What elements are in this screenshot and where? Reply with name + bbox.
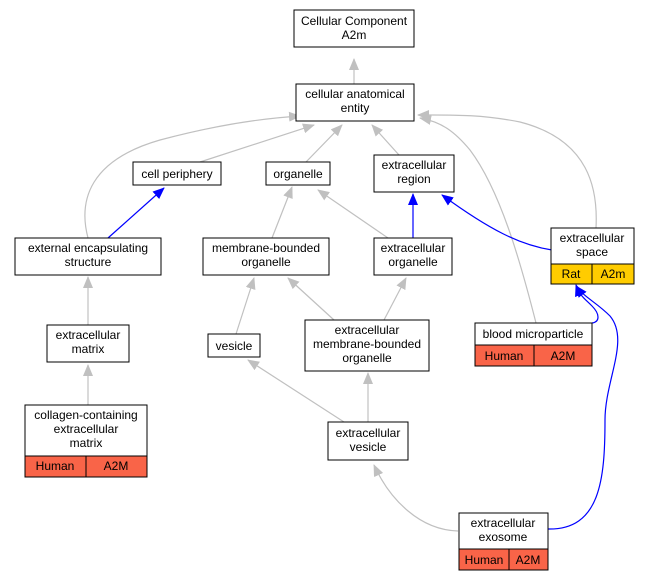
node-label-line: structure (65, 255, 112, 269)
node-label-line: external encapsulating (28, 241, 148, 255)
node-label-line: entity (341, 101, 370, 115)
node-vesicle[interactable]: vesicle (207, 333, 261, 358)
edges (83, 58, 619, 532)
node-label-line: collagen-containing (34, 408, 137, 422)
node-label-line: organelle (388, 255, 438, 269)
node-cellular-anatomical-entity[interactable]: cellular anatomical entity (295, 83, 415, 122)
node-extracellular-exosome[interactable]: extracellular exosome Human A2M (458, 512, 549, 571)
node-extracellular-membrane-bounded-organelle[interactable]: extracellular membrane-bounded organelle (304, 319, 430, 372)
node-collagen-containing-extracellular-matrix[interactable]: collagen-containing extracellular matrix… (24, 404, 148, 478)
node-external-encapsulating-structure[interactable]: external encapsulating structure (14, 237, 162, 276)
node-label-line: exosome (479, 530, 528, 544)
node-label-line: extracellular (54, 422, 119, 436)
gene-tag-label: A2M (104, 459, 129, 473)
node-label-line: space (576, 245, 608, 259)
node-label-line: matrix (70, 436, 103, 450)
node-cell-periphery[interactable]: cell periphery (132, 161, 222, 186)
node-extracellular-organelle[interactable]: extracellular organelle (373, 237, 453, 276)
node-label-line: extracellular (560, 231, 625, 245)
edge-exvesicle-to-vesicle (247, 359, 345, 423)
node-extracellular-space[interactable]: extracellular space Rat A2m (550, 227, 635, 285)
species-tag-label: Rat (562, 267, 581, 281)
edge-exmbo-to-exorg (383, 277, 407, 321)
species-tag-label: Human (485, 349, 524, 363)
gene-tag (85, 455, 148, 478)
edge-vesicle-to-mbo (235, 277, 256, 335)
species-tag-label: Human (36, 459, 75, 473)
node-label-line: cellular anatomical (305, 87, 404, 101)
node-label-line: vesicle (216, 339, 253, 353)
node-cellular-component[interactable]: Cellular Component A2m (293, 9, 415, 48)
edge-organelle-to-cae (305, 124, 343, 163)
node-label-line: vesicle (350, 440, 387, 454)
gene-tag (533, 344, 593, 367)
node-label-line: organelle (342, 351, 392, 365)
node-membrane-bounded-organelle[interactable]: membrane-bounded organelle (202, 237, 330, 276)
node-label-line: cell periphery (141, 167, 212, 181)
node-label-line: membrane-bounded (212, 241, 320, 255)
edge-exspace-to-cae (417, 109, 597, 229)
node-label-line: extracellular (382, 158, 447, 172)
node-label-line: extracellular (336, 426, 401, 440)
gene-tag-label: A2M (551, 349, 576, 363)
edge-bloodmp-to-cae (419, 115, 537, 324)
edge-exmbo-to-mbo (287, 277, 335, 321)
edge-ees-to-cae (84, 111, 301, 239)
edge-exosome-to-exvesicle (373, 464, 459, 532)
edge-mbo-to-organelle (271, 186, 293, 239)
gene-tag-label: A2m (601, 267, 626, 281)
gene-tag (591, 263, 635, 285)
node-label-line: blood microparticle (483, 327, 584, 341)
gene-tag-label: A2M (516, 553, 541, 567)
node-label-line: membrane-bounded (313, 337, 421, 351)
node-label-line: Cellular Component (301, 14, 408, 28)
species-tag-label: Human (465, 553, 504, 567)
gene-tag (508, 548, 549, 571)
edge-exregion-to-cae (371, 124, 400, 156)
node-label-line: extracellular (381, 241, 446, 255)
edge-ees-to-periphery-blue (107, 187, 165, 239)
node-label-line: region (397, 172, 430, 186)
node-label-line: extracellular (56, 328, 121, 342)
edge-periphery-to-cae (199, 123, 315, 163)
node-label-line: extracellular (335, 323, 400, 337)
node-label-line: A2m (342, 28, 367, 42)
node-label-line: extracellular (471, 516, 536, 530)
node-extracellular-matrix[interactable]: extracellular matrix (46, 324, 130, 363)
node-organelle[interactable]: organelle (265, 161, 331, 186)
node-blood-microparticle[interactable]: blood microparticle Human A2M (474, 322, 593, 367)
node-extracellular-vesicle[interactable]: extracellular vesicle (327, 421, 409, 461)
node-extracellular-region[interactable]: extracellular region (373, 154, 455, 193)
node-label-line: organelle (273, 167, 323, 181)
node-label-line: matrix (72, 342, 105, 356)
edge-exosome-to-exspace-blue (547, 285, 619, 530)
edge-exorg-to-organelle (317, 189, 389, 239)
edge-exspace-to-exregion-blue (441, 194, 553, 251)
node-label-line: organelle (241, 255, 291, 269)
nodes: Cellular Component A2m cellular anatomic… (14, 9, 635, 571)
